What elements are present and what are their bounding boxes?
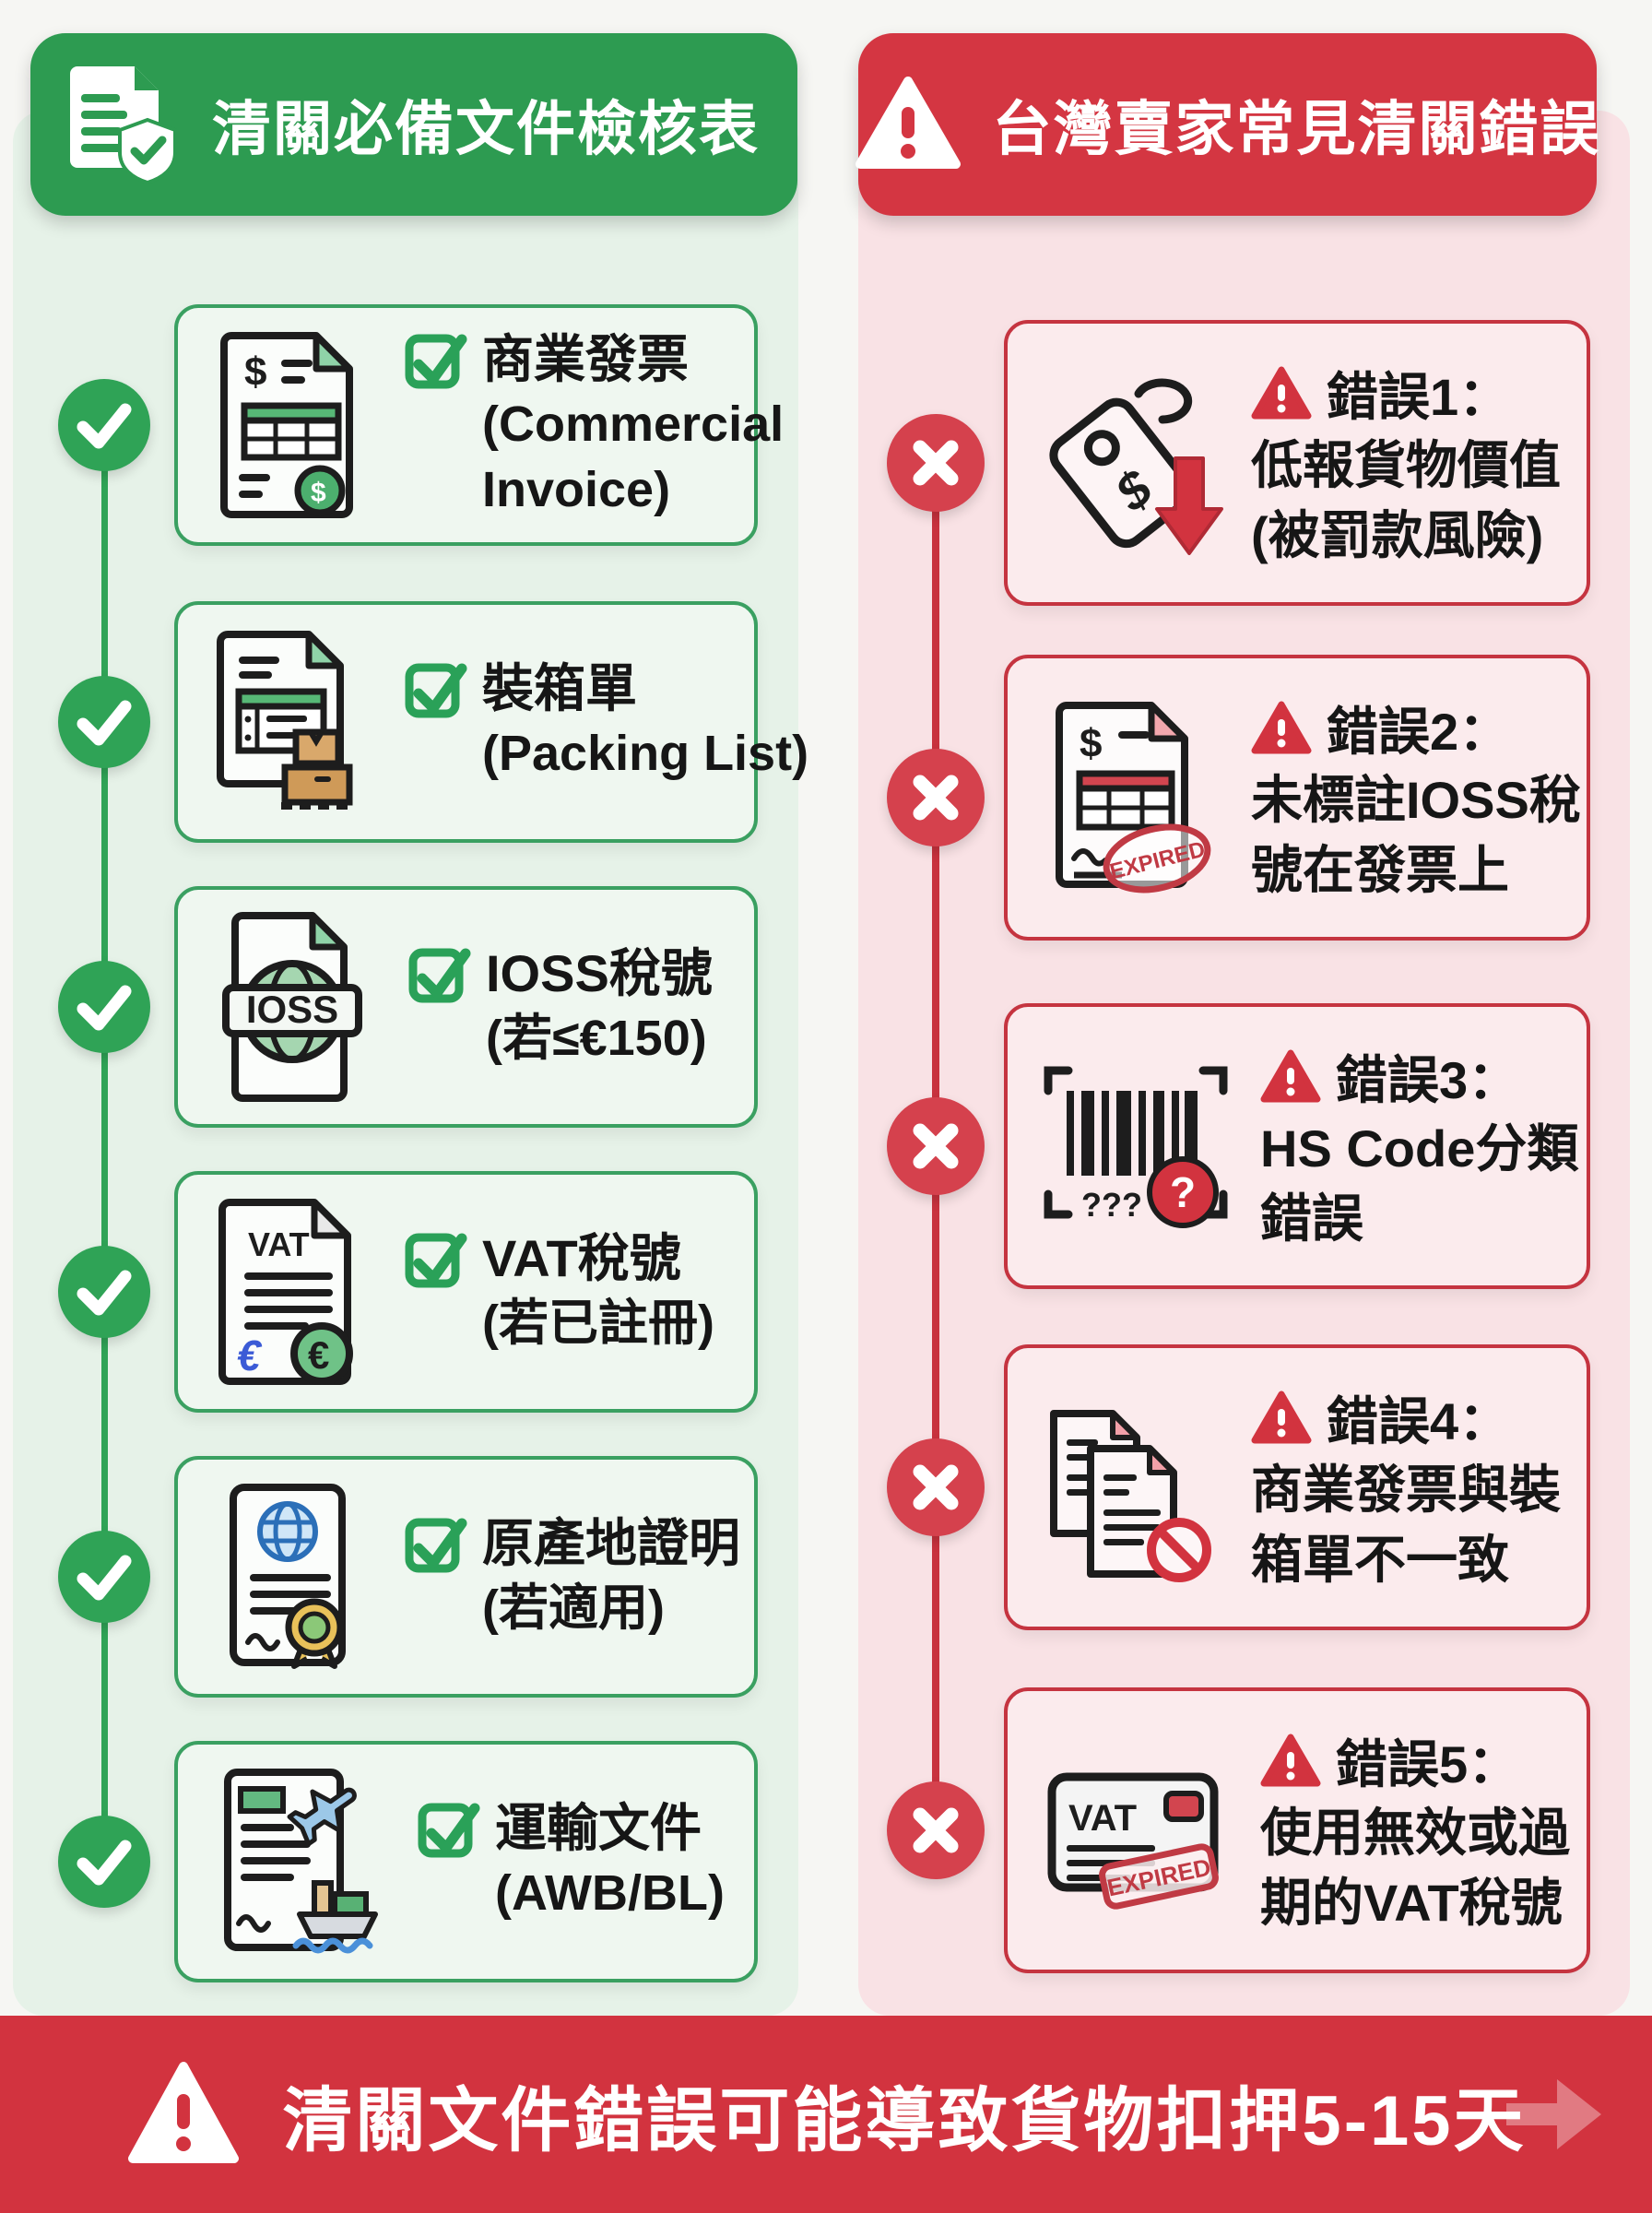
packing-list-boxes-icon: [211, 625, 370, 819]
errors-title: 台灣賣家常見清關錯誤: [992, 96, 1601, 162]
check-circle-icon: [58, 1246, 150, 1338]
checklist-card-vat: VAT € € VAT稅號 (若已註冊): [174, 1171, 758, 1413]
error-label: 錯誤2：: [1327, 703, 1511, 762]
checkbox-checked-icon: [405, 1226, 467, 1291]
error-line: 錯誤: [1260, 1189, 1363, 1248]
footer-warning-banner: 清關文件錯誤可能導致貨物扣押5-15天: [0, 2016, 1652, 2213]
arrow-right-icon: [1497, 2059, 1608, 2170]
check-circle-icon: [58, 379, 150, 471]
invoice-expired-stamp-icon: $ EXPIRED: [1039, 696, 1223, 899]
mismatched-documents-icon: [1039, 1386, 1223, 1589]
svg-text:VAT: VAT: [248, 1225, 310, 1263]
item-subtitle: (AWB/BL): [495, 1865, 725, 1922]
item-title: VAT稅號: [482, 1229, 681, 1288]
item-title: 裝箱單: [482, 659, 637, 718]
error-line: 商業發票與裝: [1251, 1461, 1561, 1520]
item-subtitle: (若≤€150): [486, 1011, 707, 1067]
error-line: 箱單不一致: [1251, 1530, 1509, 1589]
checkbox-checked-icon: [408, 941, 471, 1006]
footer-warning-text: 清關文件錯誤可能導致貨物扣押5-15天: [282, 2082, 1527, 2160]
checklist-header: 清關必備文件檢核表: [30, 33, 797, 216]
item-title: 原產地證明: [482, 1514, 740, 1573]
error-label: 錯誤3：: [1336, 1051, 1520, 1110]
checkbox-checked-icon: [405, 657, 467, 721]
check-circle-icon: [58, 1816, 150, 1908]
x-circle-icon: [887, 1097, 985, 1195]
x-circle-icon: [887, 1438, 985, 1536]
item-subtitle: Invoice): [482, 462, 671, 517]
error-label: 錯誤4：: [1327, 1392, 1511, 1451]
error-line: 未標註IOSS稅: [1251, 771, 1581, 830]
checkbox-checked-icon: [405, 1511, 467, 1576]
error-line: 使用無效或過: [1260, 1804, 1570, 1863]
item-title: IOSS稅號: [486, 944, 713, 1003]
item-subtitle: (Packing List): [482, 726, 809, 782]
checklist-card-packing-list: 裝箱單 (Packing List): [174, 601, 808, 843]
svg-text:$: $: [244, 349, 266, 395]
item-subtitle: (若適用): [482, 1580, 665, 1637]
error-label: 錯誤1：: [1327, 368, 1511, 427]
item-subtitle: (若已註冊): [482, 1296, 714, 1352]
item-subtitle: (Commercial: [482, 396, 785, 452]
error-card-undervalued-goods: $ 錯誤1： 低報貨物價值 (被罰款風險): [1004, 320, 1590, 606]
error-card-document-mismatch: 錯誤4： 商業發票與裝 箱單不一致: [1004, 1344, 1590, 1630]
vat-document-euro-icon: VAT € €: [211, 1195, 370, 1389]
warning-triangle-icon: [855, 76, 962, 173]
svg-text:€: €: [237, 1331, 263, 1379]
svg-text:???: ???: [1081, 1186, 1142, 1224]
warning-triangle-icon: [1251, 701, 1312, 756]
warning-triangle-icon: [125, 2061, 242, 2168]
barcode-question-icon: ??? ?: [1039, 1054, 1233, 1238]
error-line: 期的VAT稅號: [1260, 1873, 1563, 1932]
certificate-origin-icon: [211, 1480, 370, 1674]
x-circle-icon: [887, 749, 985, 846]
document-shield-check-icon: [68, 63, 181, 186]
transport-document-icon: [211, 1765, 383, 1959]
check-circle-icon: [58, 1531, 150, 1623]
ioss-file-globe-icon: IOSS: [211, 910, 373, 1104]
x-circle-icon: [887, 1781, 985, 1879]
checklist-card-transport-documents: 運輸文件 (AWB/BL): [174, 1741, 758, 1982]
checkbox-checked-icon: [405, 327, 467, 392]
svg-text:?: ?: [1170, 1168, 1196, 1216]
warning-triangle-icon: [1251, 366, 1312, 421]
checkbox-checked-icon: [418, 1796, 480, 1861]
svg-text:IOSS: IOSS: [246, 988, 338, 1031]
checklist-card-certificate-origin: 原產地證明 (若適用): [174, 1456, 758, 1698]
error-line: (被罰款風險): [1251, 505, 1544, 564]
svg-text:$: $: [1080, 721, 1102, 766]
error-line: 號在發票上: [1251, 840, 1509, 899]
warning-triangle-icon: [1260, 1049, 1321, 1105]
warning-triangle-icon: [1260, 1734, 1321, 1789]
svg-text:€: €: [308, 1333, 329, 1377]
error-line: HS Code分類: [1260, 1119, 1579, 1178]
warning-triangle-icon: [1251, 1391, 1312, 1446]
item-title: 商業發票: [482, 329, 689, 388]
item-title: 運輸文件: [495, 1799, 702, 1858]
svg-text:$: $: [311, 478, 326, 508]
error-card-hs-code: ??? ? 錯誤3： HS Code分類 錯誤: [1004, 1003, 1590, 1289]
check-circle-icon: [58, 961, 150, 1053]
checklist-card-commercial-invoice: $ $ 商業發票 (Commercial Invoice): [174, 304, 784, 546]
error-label: 錯誤5：: [1336, 1735, 1520, 1794]
price-tag-down-arrow-icon: $: [1039, 361, 1223, 564]
error-card-invalid-vat: VAT EXPIRED 錯誤5： 使用無效或過 期的VAT稅號: [1004, 1687, 1590, 1973]
checklist-connector-line: [101, 425, 108, 1862]
vat-card-expired-icon: VAT EXPIRED: [1039, 1738, 1233, 1923]
check-circle-icon: [58, 676, 150, 768]
checklist-card-ioss: IOSS IOSS稅號 (若≤€150): [174, 886, 758, 1128]
error-card-missing-ioss: $ EXPIRED 錯誤2： 未標註IOSS稅 號在發: [1004, 655, 1590, 941]
x-circle-icon: [887, 414, 985, 512]
invoice-document-icon: $ $: [211, 328, 370, 522]
svg-text:VAT: VAT: [1068, 1798, 1137, 1839]
error-line: 低報貨物價值: [1251, 436, 1561, 495]
checklist-title: 清關必備文件檢核表: [212, 96, 760, 162]
errors-header: 台灣賣家常見清關錯誤: [855, 33, 1599, 216]
